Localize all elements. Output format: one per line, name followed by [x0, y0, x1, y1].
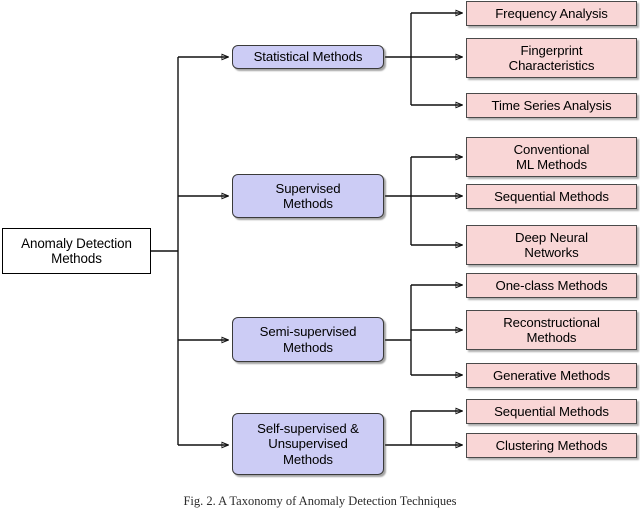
node-clustering-methods[interactable]: Clustering Methods	[466, 433, 637, 458]
node-statistical-methods[interactable]: Statistical Methods	[232, 45, 384, 69]
node-anomaly-detection-methods[interactable]: Anomaly Detection Methods	[2, 228, 151, 274]
node-supervised-methods[interactable]: Supervised Methods	[232, 174, 384, 218]
node-sequential-methods-unsupervised[interactable]: Sequential Methods	[466, 399, 637, 424]
node-fingerprint-characteristics[interactable]: Fingerprint Characteristics	[466, 38, 637, 78]
node-generative-methods[interactable]: Generative Methods	[466, 363, 637, 388]
figure-caption: Fig. 2. A Taxonomy of Anomaly Detection …	[183, 494, 457, 508]
node-sequential-methods-supervised[interactable]: Sequential Methods	[466, 184, 637, 209]
node-self-supervised-unsupervised-methods[interactable]: Self-supervised & Unsupervised Methods	[232, 413, 384, 475]
node-reconstructional-methods[interactable]: Reconstructional Methods	[466, 310, 637, 350]
node-semi-supervised-methods[interactable]: Semi-supervised Methods	[232, 317, 384, 362]
node-frequency-analysis[interactable]: Frequency Analysis	[466, 1, 637, 26]
node-deep-neural-networks[interactable]: Deep Neural Networks	[466, 225, 637, 265]
node-conventional-ml-methods[interactable]: Conventional ML Methods	[466, 137, 637, 177]
node-one-class-methods[interactable]: One-class Methods	[466, 273, 637, 298]
node-time-series-analysis[interactable]: Time Series Analysis	[466, 93, 637, 118]
